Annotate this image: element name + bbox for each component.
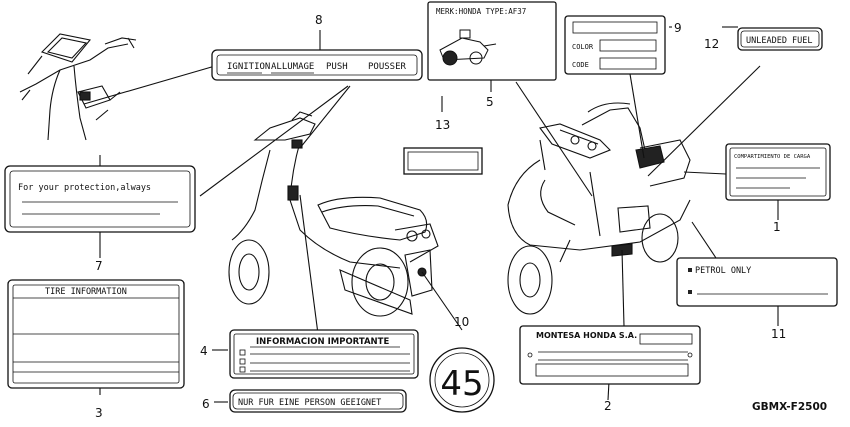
petrol-only-text: PETROL ONLY bbox=[695, 266, 751, 276]
protection-text: For your protection,always bbox=[18, 183, 151, 193]
callout-8: 8 bbox=[315, 13, 323, 27]
left-scooter-illustration bbox=[228, 111, 439, 317]
montesa-honda-plate: MONTESA HONDA S.A. bbox=[519, 325, 701, 385]
callout-13: 13 bbox=[435, 118, 450, 132]
callout-7: 7 bbox=[95, 259, 103, 273]
callout-9: 9 bbox=[674, 21, 682, 35]
informacion-importante-text: INFORMACION IMPORTANTE bbox=[256, 337, 389, 347]
tire-information-text: TIRE INFORMATION bbox=[45, 287, 127, 297]
pousser-text: POUSSER bbox=[368, 62, 407, 72]
ignition-label-plate: IGNITION ALLUMAGE PUSH POUSSER bbox=[211, 49, 423, 81]
unleaded-fuel-label: UNLEADED FUEL bbox=[737, 27, 823, 51]
color-code-plate: COLOR CODE bbox=[564, 15, 666, 75]
handlebar-inset-illustration bbox=[19, 33, 137, 141]
model-type-text: MERK:HONDA TYPE:AF37 bbox=[436, 7, 526, 16]
callout-11: 11 bbox=[771, 327, 786, 341]
allumage-text: ALLUMAGE bbox=[271, 62, 314, 72]
machine-pictogram-icon bbox=[439, 29, 497, 66]
callout-2: 2 bbox=[604, 399, 612, 413]
blank-label-13 bbox=[403, 147, 483, 175]
callout-12: 12 bbox=[704, 37, 719, 51]
informacion-importante-label: INFORMACION IMPORTANTE bbox=[229, 329, 419, 379]
callout-5: 5 bbox=[486, 95, 494, 109]
montesa-honda-text: MONTESA HONDA S.A. bbox=[536, 331, 637, 340]
leader-lines bbox=[83, 26, 779, 403]
single-person-text: NUR FUR EINE PERSON GEEIGNET bbox=[238, 398, 381, 408]
model-type-plate: MERK:HONDA TYPE:AF37 bbox=[427, 1, 557, 81]
cargo-compartment-text: COMPARTIMIENTO DE CARGA bbox=[734, 154, 811, 160]
color-text: COLOR bbox=[572, 43, 594, 51]
petrol-only-label: PETROL ONLY bbox=[676, 257, 838, 307]
callout-numbers: 1 2 3 4 5 6 7 8 9 10 11 12 13 bbox=[95, 13, 786, 420]
speed-limit-text: 45 bbox=[440, 364, 483, 404]
single-person-label: NUR FUR EINE PERSON GEEIGNET bbox=[229, 389, 407, 413]
speed-limit-badge: 45 bbox=[429, 347, 495, 413]
code-text: CODE bbox=[572, 61, 589, 69]
push-text: PUSH bbox=[326, 62, 348, 72]
protection-label: For your protection,always bbox=[4, 165, 196, 233]
diagram-code: GBMX-F2500 bbox=[752, 401, 827, 413]
callout-3: 3 bbox=[95, 406, 103, 420]
cargo-compartment-label: COMPARTIMIENTO DE CARGA bbox=[725, 143, 831, 201]
right-scooter-illustration bbox=[507, 102, 691, 315]
callout-10: 10 bbox=[454, 315, 469, 329]
tire-information-label: TIRE INFORMATION bbox=[7, 279, 185, 389]
unleaded-fuel-text: UNLEADED FUEL bbox=[746, 36, 813, 46]
callout-4: 4 bbox=[200, 344, 208, 358]
callout-1: 1 bbox=[773, 220, 781, 234]
callout-6: 6 bbox=[202, 397, 210, 411]
ignition-text: IGNITION bbox=[227, 62, 270, 72]
